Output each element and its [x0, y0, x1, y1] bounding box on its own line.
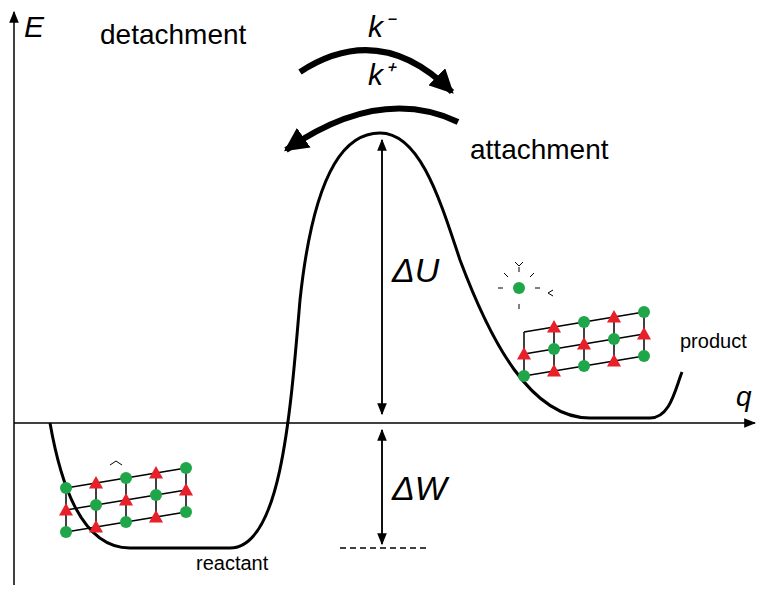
state-label: reactant: [196, 552, 268, 574]
red-atom: [577, 337, 591, 350]
process-label: detachment: [100, 20, 246, 51]
well-depth-arrow: [381, 430, 383, 544]
energy-label: ΔW: [392, 470, 447, 507]
red-atom: [149, 510, 163, 523]
axis-label: q: [736, 382, 752, 413]
green-atom: [578, 360, 590, 372]
red-atom: [547, 364, 561, 377]
detached-atom: [513, 282, 525, 294]
red-atom: [89, 476, 103, 489]
green-atom: [60, 526, 72, 538]
red-atom: [637, 327, 651, 340]
green-atom: [638, 350, 650, 362]
barrier-arrow: [381, 140, 383, 414]
rate-constant: k⁻: [368, 10, 393, 43]
crystal-lattice: [59, 462, 193, 538]
rate-constant: k⁺: [368, 58, 393, 91]
sparkle-marks: [498, 262, 540, 309]
red-atom: [59, 503, 73, 516]
green-atom: [150, 489, 162, 501]
attachment-arrow: [286, 109, 458, 150]
green-atom: [90, 499, 102, 511]
lattice-group: [59, 306, 651, 538]
well-depth-arrow: [381, 430, 383, 544]
axis-label: E: [24, 10, 44, 43]
red-atom: [89, 520, 103, 533]
green-atom: [548, 343, 560, 355]
green-atom: [120, 472, 132, 484]
tick-mark: [110, 290, 553, 465]
green-atom: [120, 516, 132, 528]
green-atom: [638, 306, 650, 318]
energy-curve: [50, 133, 682, 548]
green-atom: [60, 482, 72, 494]
detachment-arrow: [300, 50, 452, 92]
process-label: attachment: [470, 135, 609, 166]
red-atom: [607, 354, 621, 367]
green-atom: [608, 333, 620, 345]
green-atom: [578, 316, 590, 328]
green-atom: [518, 370, 530, 382]
red-atom: [119, 493, 133, 506]
crystal-lattice: [517, 306, 651, 382]
red-atom: [607, 310, 621, 323]
reference-line: [340, 547, 430, 549]
red-atom: [517, 347, 531, 360]
green-atom: [180, 506, 192, 518]
red-atom: [179, 483, 193, 496]
red-atom: [547, 320, 561, 333]
energy-axis: [13, 12, 15, 585]
state-label: product: [680, 330, 747, 352]
coordinate-axis: [14, 422, 755, 424]
barrier-arrow: [381, 140, 383, 414]
green-atom: [180, 462, 192, 474]
red-atom: [149, 466, 163, 479]
energy-label: ΔU: [392, 252, 439, 289]
